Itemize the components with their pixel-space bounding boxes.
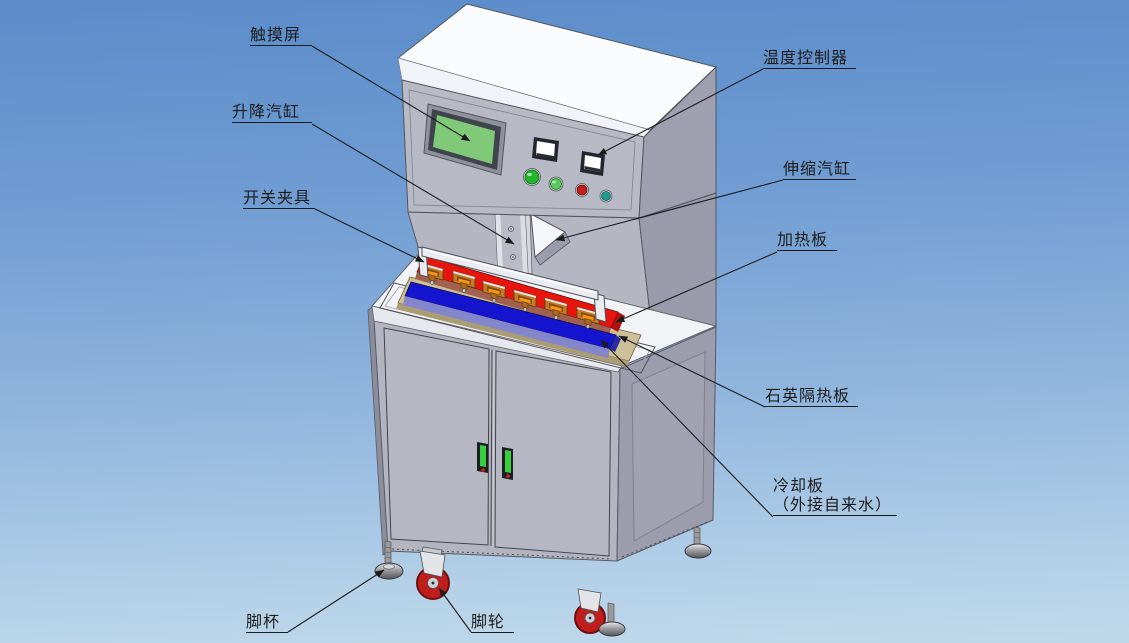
leader-line-telescopic-cylinder [555,179,784,242]
foot-cup-front-right [598,602,626,637]
stop-button-red [576,184,588,196]
foot-cup-hub [383,563,395,570]
leader-line-quartz-plate [618,335,766,408]
guide-rail [417,246,607,323]
panel-buttons [523,168,613,203]
label-heating-plate: 加热板 [777,231,837,251]
leader-line-temperature-controller [597,68,764,156]
rod-thread [384,556,392,559]
temperature-controller-meter-2 [580,151,605,176]
handle-lock-dot [481,468,485,472]
foot-cup-back-right [684,526,712,559]
cabinet-bottom-trim-right [621,520,711,558]
rail-highlight [423,248,596,294]
handle-grip [480,445,486,467]
gusset-triangle [530,213,566,258]
meter-readout-band [584,166,600,172]
foot-cup-base [684,543,712,559]
plate-screw-center [512,256,514,258]
front-panel-inner-outline [408,89,636,211]
label-switch-fixture: 开关夹具 [243,189,315,209]
aux-button-teal [601,191,611,201]
button-shine [527,172,532,177]
label-caster: 脚轮 [471,613,514,633]
foot-cup-front-left [374,540,404,580]
reset-button-light-green [550,178,562,190]
caster-fork [577,588,602,613]
leader-line-switch-fixture [314,208,425,263]
door-gap-line-light [492,350,495,548]
cabinet-right-panel-outline [631,351,706,542]
label-foot-cup: 脚杯 [246,613,288,633]
door-gap-line-dark [490,349,493,547]
meter-readout-band [536,153,554,159]
caster-front-left [416,546,450,600]
start-button-green [524,169,540,185]
label-cooling-plate-line1: 冷却板 [773,478,825,495]
plate-screw-center [510,228,512,230]
caster-fork [419,550,446,578]
handle-grip [505,450,511,473]
cabinet [367,305,717,562]
caster-axle [431,581,435,585]
quartz-plate-front-face [396,303,629,367]
leader-line-heating-plate [615,251,778,323]
leader-line-touch-screen [311,45,471,142]
label-cooling-plate-line2: （外接自来水） [773,496,897,516]
head-control-box [396,3,717,219]
cooling-plate-end-face [610,335,621,352]
foot-cup-base [598,621,626,637]
label-lift-cylinder: 升降汽缸 [232,103,312,123]
label-temperature-controller: 温度控制器 [763,49,856,69]
leader-line-foot-cup [287,569,385,633]
label-cooling-plate: 冷却板 （外接自来水） [773,477,897,516]
label-quartz-insulation-plate: 石英隔热板 [765,387,858,407]
head-right-face [638,65,717,219]
leader-line-lift-cylinder [311,123,515,245]
leader-line-caster [438,587,472,633]
cooling-plate-front-face [403,296,610,358]
door-handle-right [502,447,513,480]
rod-thread [693,531,701,534]
table-front-edge-band [371,305,623,373]
feet [374,526,712,637]
temperature-controller-meter-1 [532,137,559,162]
plate-left-trim [495,209,503,272]
rod-thread [693,536,701,539]
rod-thread [384,546,392,549]
caster-front-right [574,588,606,634]
rod-thread [384,551,392,554]
leader-lines [287,45,784,633]
handle-lock-dot [506,474,510,478]
door-handle-left [477,442,488,473]
cabinet-door-right [494,350,612,557]
leader-line-cooling-plate [600,339,774,518]
label-telescopic-cylinder: 伸缩汽缸 [783,160,856,180]
foot-rod [384,540,392,567]
cabinet-door-left [383,327,490,546]
caster-axle [588,616,592,620]
plate-right-trim [520,211,528,275]
button-shine [552,180,556,184]
label-touch-screen: 触摸屏 [250,26,312,46]
